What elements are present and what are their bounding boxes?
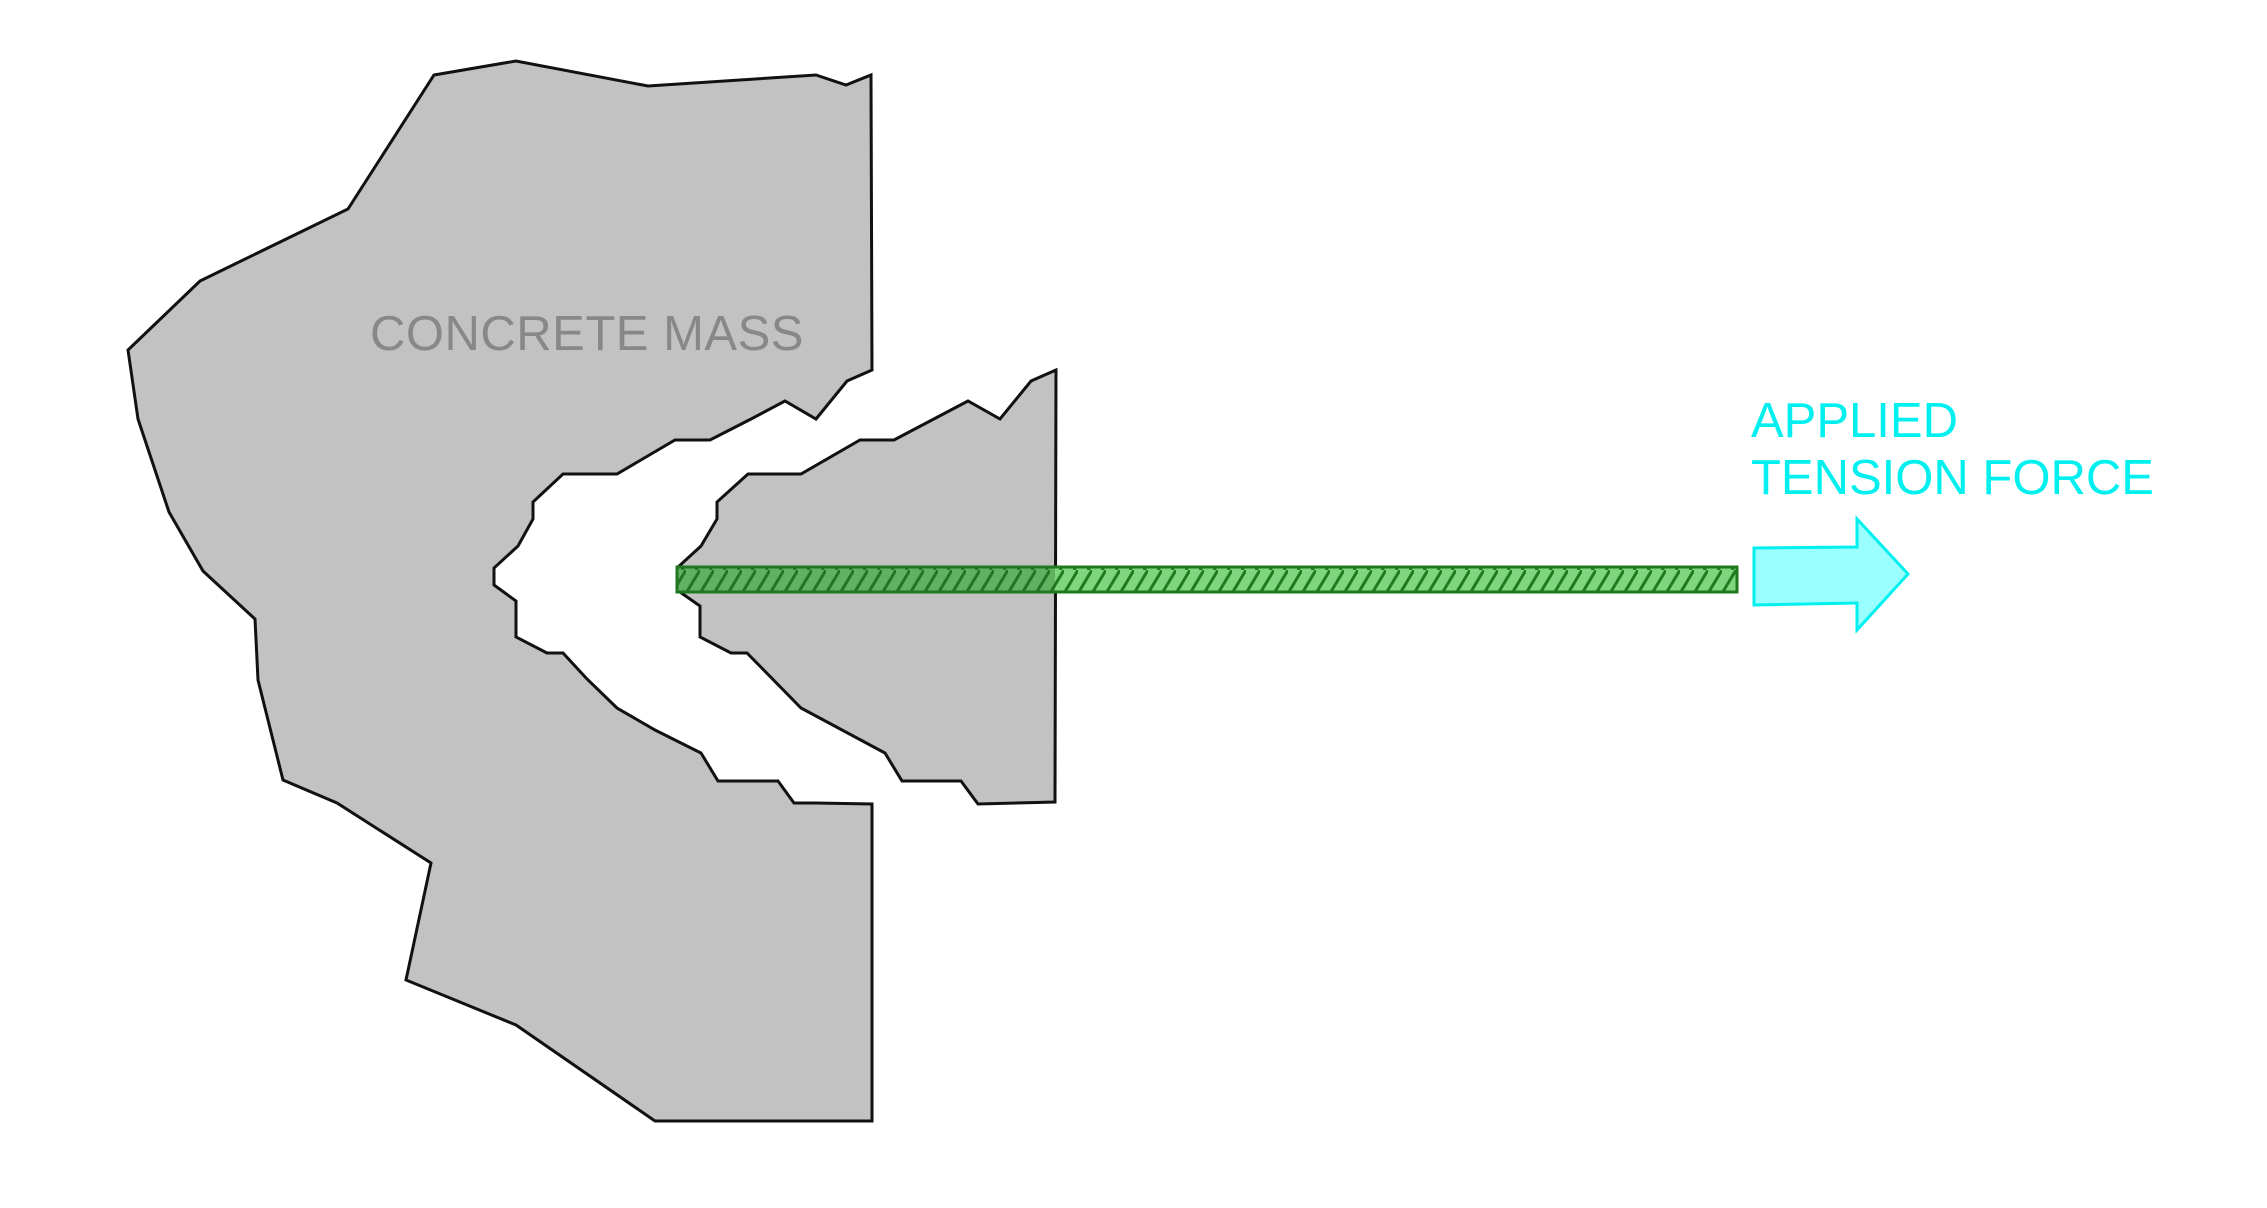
force-label-line2: TENSION FORCE bbox=[1751, 451, 2154, 505]
anchor-bar-embedded-shade bbox=[677, 567, 1055, 592]
anchor-bar-hatch bbox=[677, 567, 1737, 592]
tension-arrow-icon bbox=[1752, 515, 1911, 634]
concrete-mass-label: CONCRETE MASS bbox=[370, 307, 804, 361]
concrete-mass bbox=[126, 59, 874, 1123]
force-label-line1: APPLIED bbox=[1751, 394, 1958, 448]
